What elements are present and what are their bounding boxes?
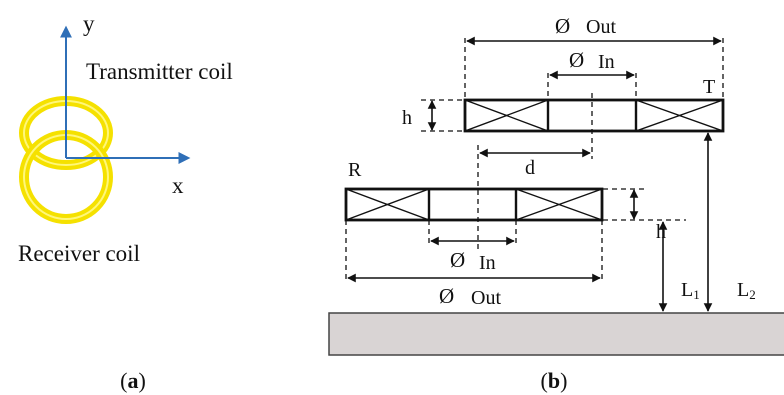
top-outer-diameter-symbol: Ø [555, 14, 570, 38]
dashed-guides [345, 38, 724, 281]
bottom-outer-diameter-label: Out [471, 287, 501, 309]
l1-label-main: L [681, 279, 693, 301]
caption-a-close: ) [139, 368, 146, 393]
receiver-coil-section [344, 187, 604, 222]
receiver-tag: R [348, 159, 362, 181]
panel-a: y x Transmitter coil Receiver coil (a) [18, 11, 233, 393]
ground-plate [328, 312, 784, 356]
dimension-arrows [347, 36, 722, 312]
caption-b-close: ) [560, 368, 567, 393]
transmitter-coil-label: Transmitter coil [86, 59, 233, 84]
top-inner-diameter-label: In [598, 51, 615, 73]
receiver-coil-outline [344, 187, 604, 222]
l2-label-main: L [737, 279, 749, 301]
transmitter-coil-outline [463, 98, 725, 133]
transmitter-tag: T [703, 76, 715, 98]
transmitter-winding-right-cross-b [635, 99, 724, 132]
transmitter-coil-section [463, 98, 725, 133]
receiver-winding-left-cross-b [345, 188, 430, 221]
l2-label: L2 [737, 279, 756, 302]
caption-b-open: ( [541, 368, 548, 393]
panel-b: Ø Out Ø In T h d R h Ø In Ø Out L1 L2 (b… [328, 14, 784, 393]
bottom-height-label: h [656, 221, 666, 243]
bottom-inner-diameter-label: In [479, 252, 496, 274]
bottom-inner-diameter-symbol: Ø [450, 248, 465, 272]
l1-label-sub: 1 [693, 287, 700, 302]
receiver-coil-label: Receiver coil [18, 241, 140, 266]
y-axis-label: y [83, 11, 95, 36]
x-axis-label: x [172, 173, 184, 198]
receiver-winding-right-cross-b [515, 188, 603, 221]
bottom-outer-diameter-symbol: Ø [439, 284, 454, 308]
l1-label: L1 [681, 279, 700, 302]
top-height-label: h [402, 107, 412, 129]
top-outer-diameter-label: Out [586, 16, 616, 38]
offset-label: d [525, 157, 535, 179]
caption-a-open: ( [120, 368, 127, 393]
caption-a-letter: a [128, 368, 139, 393]
caption-b: (b) [541, 368, 568, 393]
top-inner-diameter-symbol: Ø [569, 48, 584, 72]
transmitter-winding-left-cross-b [464, 99, 549, 132]
caption-b-letter: b [548, 368, 560, 393]
caption-a: (a) [120, 368, 146, 393]
l2-label-sub: 2 [749, 287, 756, 302]
